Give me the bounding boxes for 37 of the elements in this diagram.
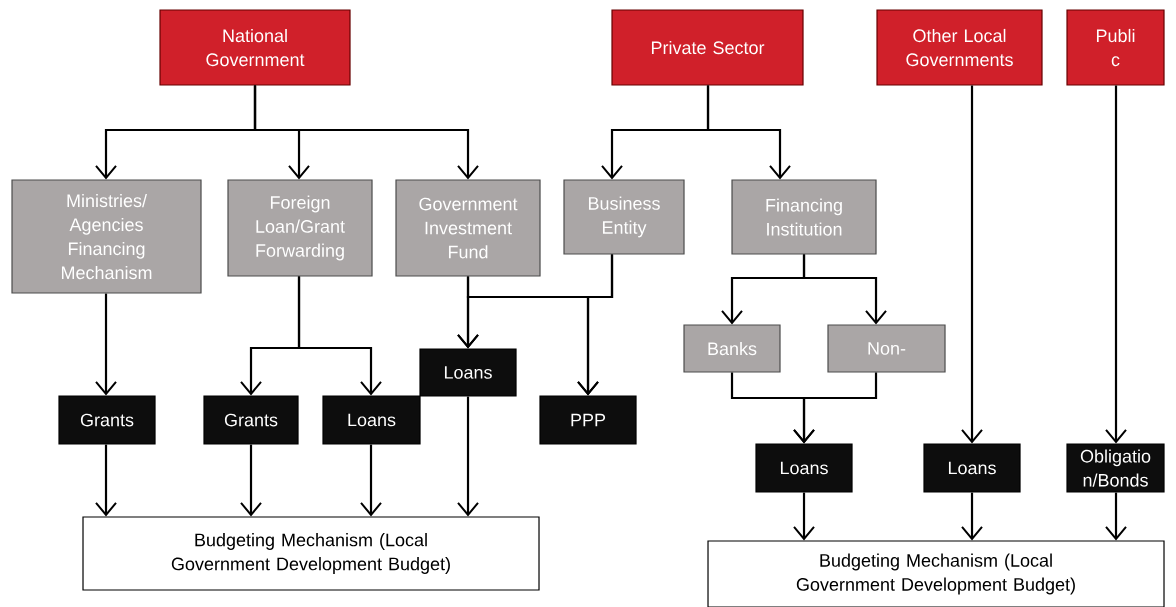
arrow bbox=[577, 254, 614, 396]
arrow bbox=[961, 492, 983, 541]
arrow bbox=[1105, 492, 1127, 541]
category-box: Government Investment Fund bbox=[395, 179, 541, 277]
instrument-box: Loans bbox=[755, 443, 853, 493]
category-box: Non- bbox=[827, 324, 946, 373]
arrow bbox=[95, 444, 117, 517]
arrow bbox=[706, 85, 791, 180]
arrow bbox=[95, 293, 117, 396]
arrow bbox=[253, 85, 479, 180]
source-box: National Government bbox=[159, 9, 351, 86]
instrument-box: Loans bbox=[322, 395, 421, 445]
source-box: Private Sector bbox=[611, 9, 804, 86]
category-box: Banks bbox=[683, 324, 781, 373]
category-box: Foreign Loan/Grant Forwarding bbox=[227, 179, 373, 277]
instrument-box: Grants bbox=[58, 395, 156, 445]
source-box: Publi c bbox=[1066, 9, 1165, 86]
source-box: Other Local Governments bbox=[876, 9, 1043, 86]
instrument-box: PPP bbox=[539, 395, 637, 445]
instrument-box: Obligatio n/Bonds bbox=[1066, 443, 1165, 493]
arrow bbox=[360, 444, 382, 517]
arrow bbox=[802, 254, 887, 325]
arrow bbox=[1105, 85, 1127, 444]
arrow bbox=[961, 85, 983, 444]
budget-box: Budgeting Mechanism (Local Government Development Budget) bbox=[707, 540, 1165, 607]
budget-box: Budgeting Mechanism (Local Government Development Budget) bbox=[82, 516, 540, 591]
arrow bbox=[457, 396, 479, 517]
arrow bbox=[297, 276, 382, 396]
instrument-box: Loans bbox=[419, 348, 517, 397]
category-box: Financing Institution bbox=[731, 179, 877, 255]
arrow bbox=[793, 372, 878, 444]
category-box: Business Entity bbox=[563, 179, 685, 255]
instrument-box: Loans bbox=[923, 443, 1021, 493]
category-box: Ministries/ Agencies Financing Mechanism bbox=[11, 179, 202, 294]
instrument-box: Grants bbox=[203, 395, 299, 445]
arrow bbox=[240, 444, 262, 517]
arrow bbox=[793, 492, 815, 541]
